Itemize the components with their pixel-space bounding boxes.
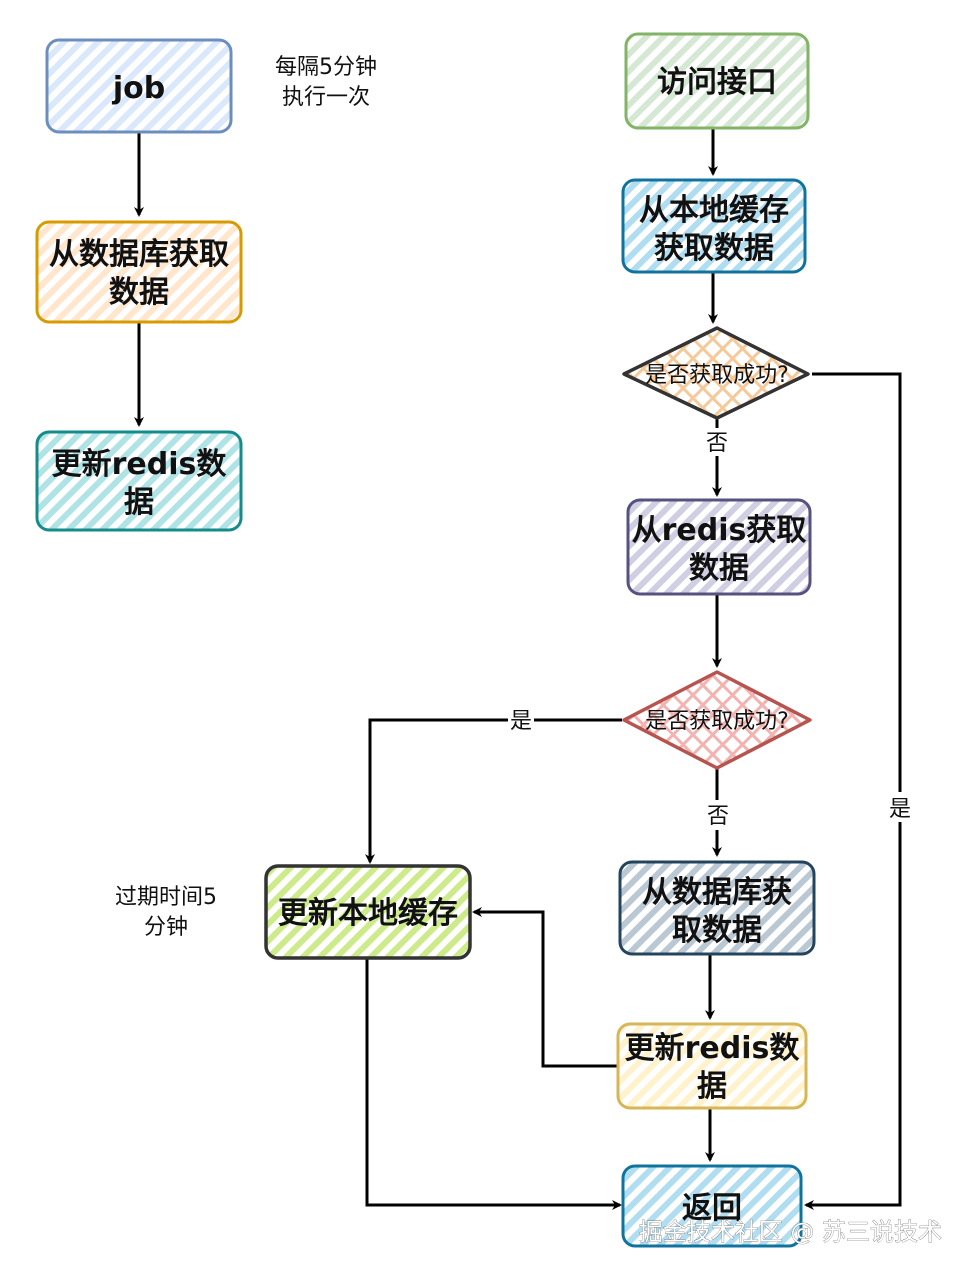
- node-job-label: job: [112, 71, 165, 106]
- node-local-cache-fetch-line1: 从本地缓存: [639, 193, 789, 228]
- node-local-cache-fetch-line2: 获取数据: [654, 231, 774, 266]
- node-decision-redis-label: 是否获取成功?: [645, 709, 789, 734]
- node-redis-fetch-line2: 数据: [689, 551, 749, 586]
- node-access-api-label: 访问接口: [657, 65, 777, 100]
- node-return: 返回: [621, 1164, 803, 1248]
- node-db-fetch-left-line1: 从数据库获取: [49, 237, 229, 272]
- edge-label-bg-redis-no: [706, 800, 730, 830]
- node-db-fetch-right-box: [618, 860, 816, 956]
- node-redis-fetch-line1: 从redis获取: [632, 513, 807, 548]
- node-db-fetch-right-line1: 从数据库获: [642, 875, 792, 910]
- edge-label-redis-no: 否: [707, 804, 729, 829]
- node-update-local-cache: 更新本地缓存: [264, 864, 472, 960]
- node-update-redis-left-box: [35, 430, 243, 532]
- node-decision-redis-shape: [622, 670, 812, 770]
- note-expire: 过期时间5 分钟: [115, 885, 217, 940]
- node-update-redis-right: 更新redis数 据: [616, 1022, 808, 1110]
- node-local-cache-fetch: 从本地缓存 获取数据: [621, 178, 807, 274]
- edge-label-bg-local-yes: [889, 792, 911, 822]
- note-job-schedule: 每隔5分钟 执行一次: [275, 55, 377, 110]
- node-decision-local-shape: [622, 326, 810, 420]
- edge-label-redis-yes: 是: [510, 709, 532, 734]
- node-access-api: 访问接口: [624, 32, 810, 130]
- node-return-box: [621, 1164, 803, 1248]
- node-job-box: [45, 38, 233, 134]
- edge-label-bg-redis-yes: [508, 706, 534, 734]
- node-local-cache-fetch-box: [621, 178, 807, 274]
- node-redis-fetch: 从redis获取 数据: [626, 498, 812, 596]
- node-db-fetch-left: 从数据库获取 数据: [35, 220, 243, 324]
- note-job-schedule-line2: 执行一次: [282, 85, 370, 110]
- node-update-redis-left: 更新redis数 据: [35, 430, 243, 532]
- node-decision-redis: 是否获取成功?: [622, 670, 812, 770]
- edge-label-local-yes: 是: [889, 797, 911, 822]
- edge-label-bg-local-no: [706, 428, 728, 456]
- node-update-local-cache-box: [264, 864, 472, 960]
- watermark-text: 掘金技术社区 @ 苏三说技术: [639, 1218, 942, 1246]
- node-db-fetch-left-line2: 数据: [109, 275, 169, 310]
- node-access-api-box: [624, 32, 810, 130]
- node-update-redis-left-line2: 据: [124, 485, 154, 520]
- edge-local-cache-to-return: [365, 958, 622, 1210]
- note-expire-line1: 过期时间5: [115, 885, 217, 910]
- node-redis-fetch-box: [626, 498, 812, 596]
- node-update-local-cache-label: 更新本地缓存: [278, 896, 458, 931]
- node-return-label: 返回: [682, 1191, 742, 1226]
- edge-label-local-no: 否: [706, 431, 728, 456]
- edge-update-redis-to-local-cache: [472, 907, 618, 1068]
- node-update-redis-right-line1: 更新redis数: [625, 1031, 801, 1066]
- note-job-schedule-line1: 每隔5分钟: [275, 55, 377, 80]
- node-update-redis-right-box: [616, 1022, 808, 1110]
- node-update-redis-left-line1: 更新redis数: [52, 447, 228, 482]
- node-db-fetch-right-line2: 取数据: [672, 913, 762, 948]
- note-expire-line2: 分钟: [144, 915, 188, 940]
- node-update-redis-right-line2: 据: [697, 1069, 727, 1104]
- node-db-fetch-right: 从数据库获 取数据: [618, 860, 816, 956]
- edge-decision-redis-yes: [365, 718, 622, 864]
- node-decision-local: 是否获取成功?: [622, 326, 810, 420]
- node-job: job: [45, 38, 233, 134]
- node-db-fetch-left-box: [35, 220, 243, 324]
- edge-decision-local-yes: [804, 372, 902, 1210]
- node-decision-local-label: 是否获取成功?: [645, 363, 789, 388]
